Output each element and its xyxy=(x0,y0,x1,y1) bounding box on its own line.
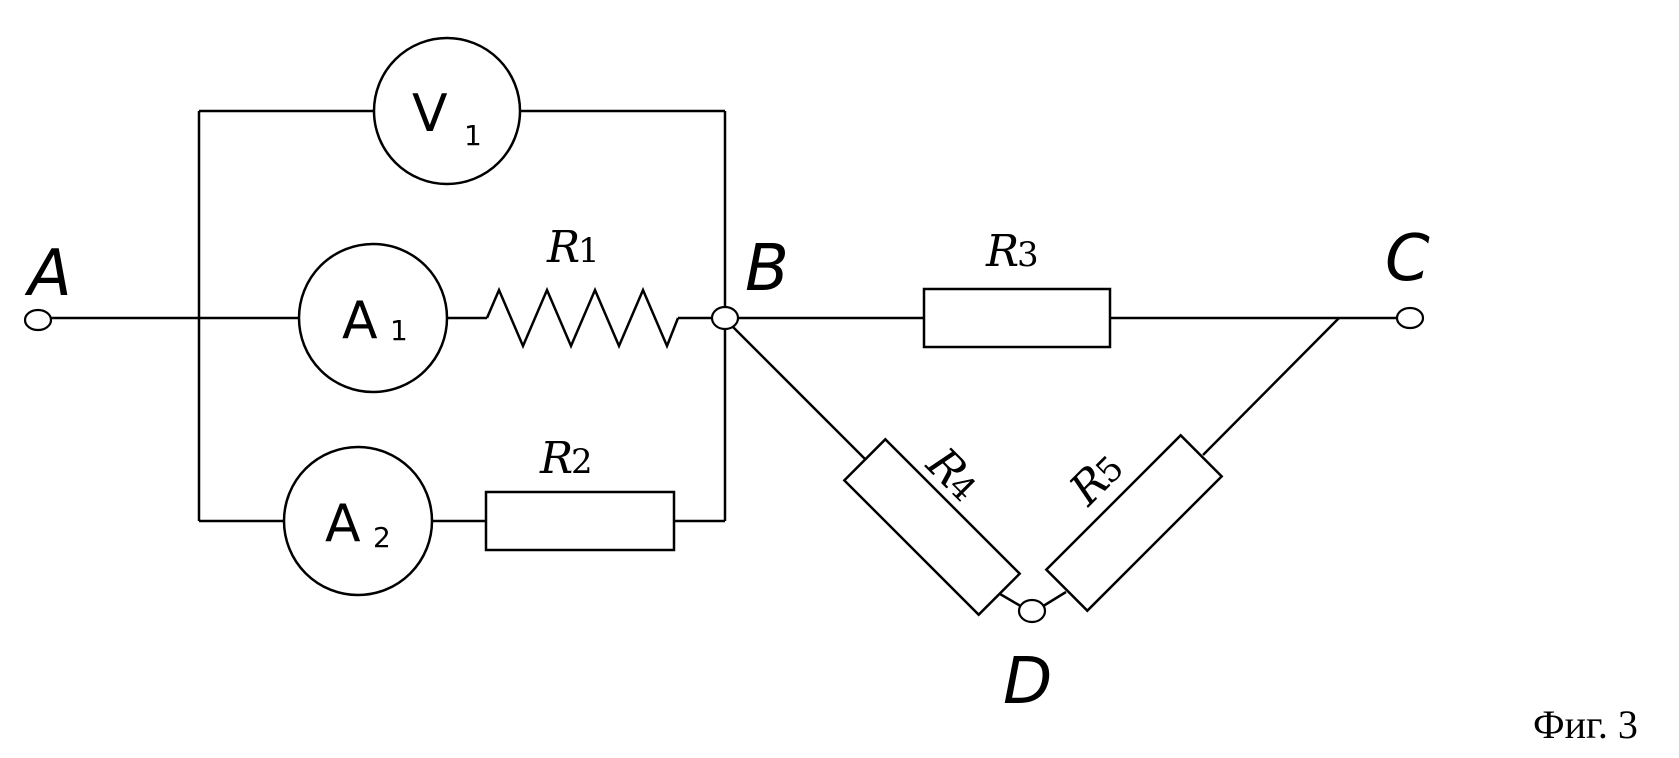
resistor-r4-box xyxy=(842,437,1022,617)
wire-b-r4 xyxy=(730,324,866,460)
node-label-c: C xyxy=(1385,222,1430,296)
resistor-r2-box xyxy=(484,490,676,552)
ammeter-a1-subscript: 1 xyxy=(390,314,408,347)
ammeter-a1-circle xyxy=(297,242,449,394)
voltmeter-v1-circle xyxy=(372,36,522,186)
voltmeter-v1-subscript: 1 xyxy=(464,119,482,152)
terminal-a xyxy=(23,308,53,332)
ammeter-a2-subscript: 2 xyxy=(373,521,391,554)
ammeter-a1-letter: A xyxy=(342,291,378,351)
resistor-r3-box xyxy=(922,287,1112,349)
resistor-r1-zigzag xyxy=(485,286,680,350)
resistor-label-r2: R 2 xyxy=(539,433,593,484)
resistor-r2-letter: R xyxy=(539,433,573,484)
resistor-label-r1: R 1 xyxy=(546,222,600,273)
resistor-r5-box xyxy=(1044,433,1224,613)
wires xyxy=(50,109,1399,610)
ammeter-a2-circle xyxy=(282,445,434,597)
resistor-label-r3: R 3 xyxy=(985,226,1039,277)
wire-r5-c xyxy=(1202,317,1340,456)
voltmeter-v1-letter: V xyxy=(412,84,448,144)
resistor-r1-letter: R xyxy=(546,222,580,273)
terminal-c xyxy=(1395,306,1425,330)
resistor-r3-subscript: 3 xyxy=(1017,235,1039,275)
node-b xyxy=(710,305,740,331)
figure-caption: Фиг. 3 xyxy=(1533,702,1638,747)
node-d xyxy=(1017,598,1047,624)
node-label-b: B xyxy=(745,232,789,306)
resistor-r3-letter: R xyxy=(985,226,1019,277)
ammeter-a2-letter: A xyxy=(325,494,361,554)
node-label-a: A xyxy=(24,237,72,311)
resistor-r2-subscript: 2 xyxy=(571,442,593,482)
resistor-r1-subscript: 1 xyxy=(578,231,600,271)
node-label-d: D xyxy=(1003,645,1052,719)
